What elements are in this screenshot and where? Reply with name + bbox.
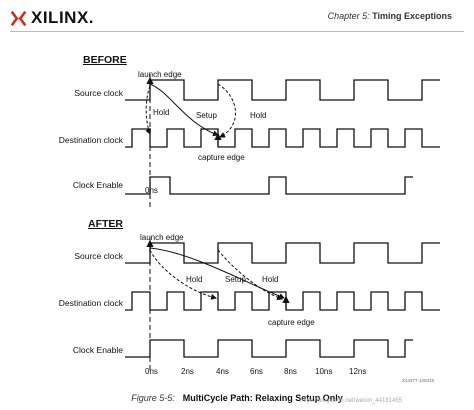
before-source-clock-label: Source clock bbox=[74, 88, 123, 98]
before-hold-left-label: Hold bbox=[153, 108, 170, 117]
after-destination-clock-waveform bbox=[125, 291, 440, 311]
after-clock-enable-label: Clock Enable bbox=[72, 345, 123, 355]
after-launch-edge-label: launch edge bbox=[140, 233, 184, 242]
after-hold-right-label: Hold bbox=[262, 275, 279, 284]
before-hold-right-arrow bbox=[217, 83, 236, 138]
after-setup-label: Setup bbox=[225, 275, 246, 284]
figure-caption: Figure 5-5: MultiCycle Path: Relaxing Set… bbox=[0, 393, 474, 403]
time-tick-label: 4ns bbox=[216, 367, 229, 376]
header-divider bbox=[10, 31, 464, 32]
time-tick-label: 10ns bbox=[315, 367, 333, 376]
before-destination-clock-label: Destination clock bbox=[58, 135, 123, 145]
figure-title: MultiCycle Path: Relaxing Setup Only bbox=[182, 393, 343, 403]
after-title: AFTER bbox=[88, 218, 123, 230]
figure-number: Figure 5-5: bbox=[131, 393, 175, 403]
before-clock-enable-label: Clock Enable bbox=[72, 180, 123, 190]
logo-text: XILINX. bbox=[31, 8, 95, 27]
before-clock-enable-waveform bbox=[125, 176, 413, 195]
before-capture-edge-label: capture edge bbox=[198, 153, 245, 162]
time-tick-label: 12ns bbox=[349, 367, 367, 376]
after-clock-enable-waveform bbox=[125, 339, 413, 358]
after-source-clock-waveform bbox=[125, 242, 440, 264]
after-hold-left-label: Hold bbox=[186, 275, 203, 284]
before-destination-clock-waveform bbox=[125, 128, 440, 148]
after-source-clock-label: Source clock bbox=[74, 251, 123, 261]
after-destination-clock-label: Destination clock bbox=[58, 298, 123, 308]
before-hold-right-label: Hold bbox=[250, 111, 267, 120]
before-setup-arrow bbox=[149, 83, 219, 137]
chapter-heading: Chapter 5: Timing Exceptions bbox=[328, 11, 452, 21]
figure-id: X14377-120415 bbox=[402, 378, 435, 383]
xilinx-logo: XILINX. bbox=[10, 8, 94, 28]
before-zero-label: 0ns bbox=[145, 186, 158, 195]
watermark: https://blog.csdn.net/weixin_44181455 bbox=[300, 398, 403, 404]
after-capture-edge-label: capture edge bbox=[268, 318, 315, 327]
after-hold-left-arrow bbox=[149, 249, 217, 300]
chapter-prefix: Chapter 5: bbox=[327, 11, 370, 21]
before-launch-edge-label: launch edge bbox=[138, 70, 182, 79]
time-tick-label: 6ns bbox=[250, 367, 263, 376]
after-setup-arrow bbox=[149, 247, 285, 299]
chapter-title: Timing Exceptions bbox=[372, 11, 452, 21]
before-hold-left-arrow bbox=[145, 85, 151, 135]
xilinx-x-icon bbox=[10, 10, 27, 26]
before-source-clock-waveform bbox=[125, 79, 440, 101]
time-tick-label: 0ns bbox=[145, 367, 158, 376]
time-tick-label: 2ns bbox=[181, 367, 194, 376]
before-setup-label: Setup bbox=[196, 111, 217, 120]
time-tick-label: 8ns bbox=[284, 367, 297, 376]
before-title: BEFORE bbox=[83, 54, 127, 66]
